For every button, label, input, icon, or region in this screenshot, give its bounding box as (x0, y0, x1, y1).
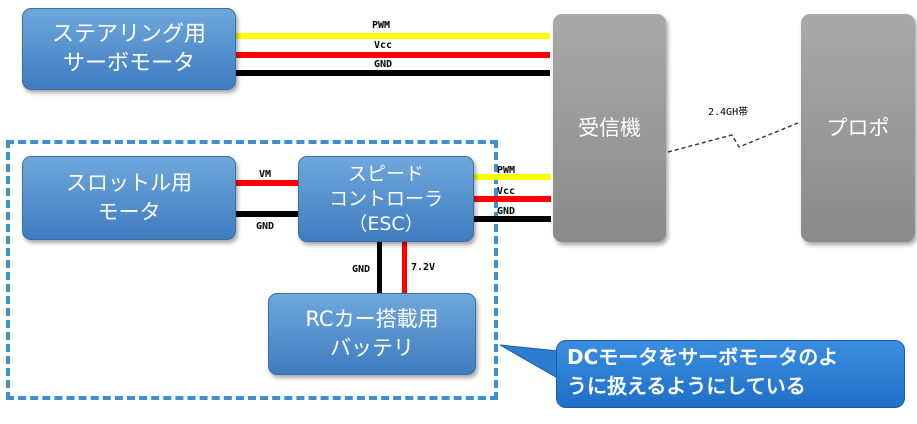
esc-group-frame (6, 140, 498, 400)
radio-band-label: 2.4GH帯 (708, 107, 749, 118)
pwm-label-esc: PWM (497, 165, 516, 176)
v-label-battery: 7.2V (411, 262, 436, 273)
receiver-box: 受信機 (553, 14, 666, 242)
callout-note: DCモータをサーボモータのよ うに扱えるようにしている (556, 340, 905, 408)
callout-text: DCモータをサーボモータのよ うに扱えるようにしている (567, 345, 839, 398)
gnd-wire-esc (474, 216, 551, 222)
gnd-label-top: GND (374, 59, 393, 70)
battery-box: RCカー搭載用 バッテリ (268, 293, 476, 375)
gnd-label-battery: GND (352, 264, 371, 275)
steering-servo-box: ステアリング用 サーボモータ (22, 8, 236, 90)
transmitter-box: プロポ (801, 14, 915, 242)
gnd-label-motor: GND (256, 221, 275, 232)
gnd-wire-motor (236, 211, 298, 217)
speed-controller-box: スピード コントローラ （ESC） (298, 156, 474, 242)
pwm-label-top: PWM (372, 20, 391, 31)
gnd-label-esc: GND (497, 206, 516, 217)
vm-wire (236, 180, 298, 186)
pwm-wire-top (236, 33, 550, 39)
vcc-wire-esc (474, 196, 551, 202)
pwm-wire-esc (474, 174, 551, 180)
throttle-motor-box: スロットル用 モータ (22, 156, 236, 240)
gnd-wire-top (236, 70, 550, 76)
vcc-label-esc: Vcc (497, 186, 516, 197)
vcc-label-top: Vcc (374, 40, 393, 51)
vm-label: VM (259, 169, 272, 180)
vcc-wire-top (236, 52, 550, 58)
v-wire-battery (402, 241, 407, 293)
gnd-wire-battery (377, 241, 382, 293)
